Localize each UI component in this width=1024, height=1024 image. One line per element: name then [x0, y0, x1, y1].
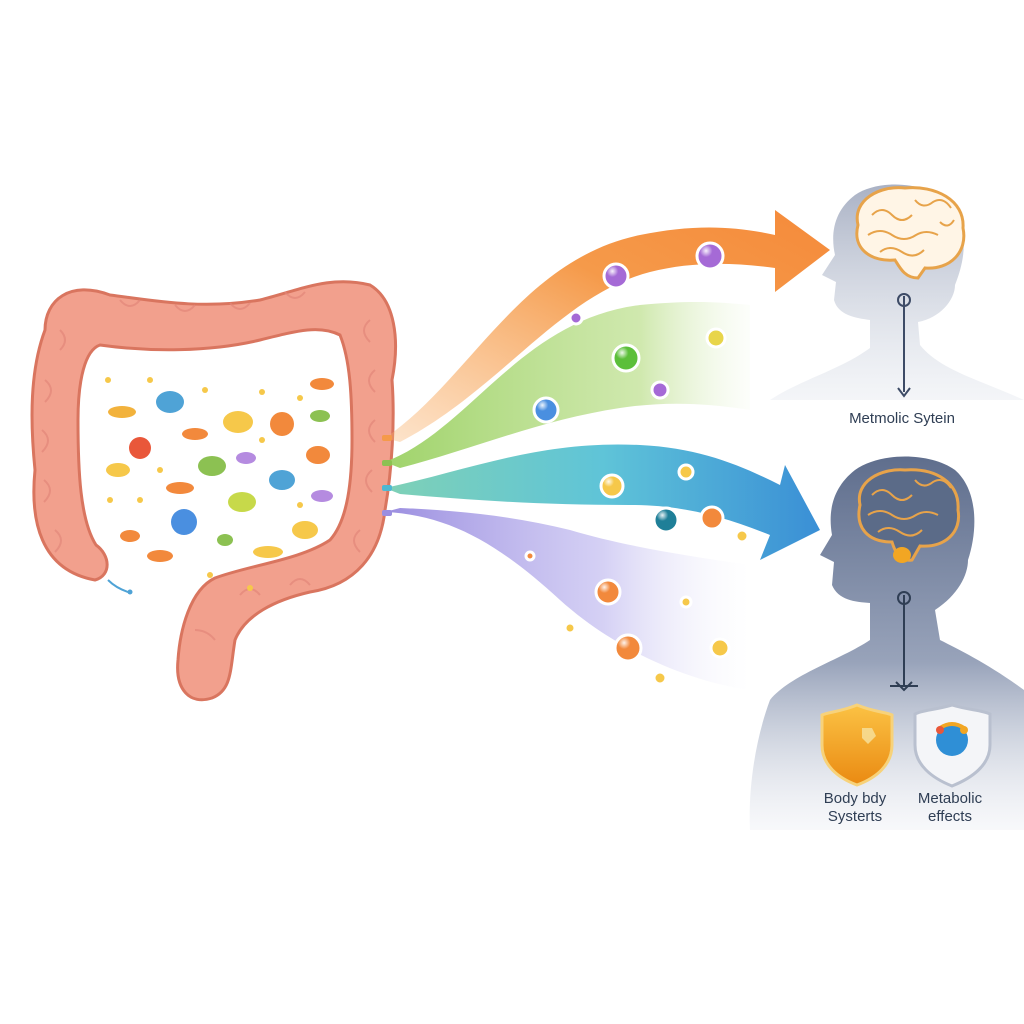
shield-icon — [820, 703, 894, 787]
metabolic-system-label: Metmolic Sytein — [832, 410, 972, 428]
orb-highlights — [534, 243, 723, 661]
body-systems-line-1: Body bdy — [823, 790, 887, 807]
body-systems-label: Body bdy Systerts — [800, 790, 910, 826]
purple-stream — [385, 508, 750, 690]
orange-stream-arrow — [385, 210, 830, 442]
green-stream — [385, 301, 750, 468]
body-systems-line-2: Systerts — [827, 808, 883, 825]
colon-icon — [30, 280, 398, 702]
upper-head-silhouette — [770, 184, 1024, 400]
metabolite-streams — [382, 210, 830, 690]
metabolic-effects-line-2: effects — [928, 808, 972, 825]
gut-microbes — [105, 377, 334, 591]
teal-stream-arrow — [385, 444, 820, 560]
metabolic-effects-label: Metabolic effects — [900, 790, 1000, 826]
brain-icon — [855, 186, 966, 280]
metabolic-effects-line-1: Metabolic — [917, 790, 983, 807]
brain-icon — [857, 468, 961, 563]
shield-badge-icon — [913, 703, 992, 788]
metabolic-system-text: Metmolic Sytein — [849, 410, 955, 427]
